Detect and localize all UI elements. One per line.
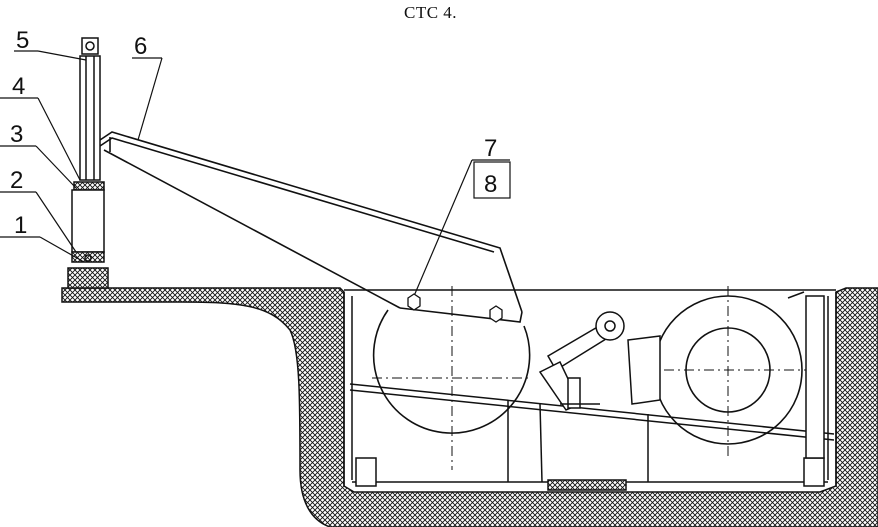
pit-walls [343,289,837,486]
callout-2: 2 [10,167,23,194]
pit-supports [355,291,825,491]
callout-6: 6 [134,33,147,60]
callout-leader-7-8 [413,159,511,297]
callout-1: 1 [14,212,27,239]
pedestal [67,267,109,289]
callout-5: 5 [16,27,29,54]
lever-mechanism [538,311,661,411]
callout-leader-6 [132,57,163,141]
callout-7: 7 [484,135,497,162]
hex-nuts [407,293,503,323]
drum-right [644,286,812,460]
drum-left [372,286,532,470]
drawing-title: СТС 4. [404,3,458,22]
callout-8: 8 [484,171,497,198]
callout-leaders-left [0,50,87,263]
hydraulic-cylinder [71,37,105,263]
inclined-screen [349,383,835,483]
callout-4: 4 [12,73,25,100]
callout-3: 3 [10,121,23,148]
foundation-ground [61,287,878,527]
chute-hopper [99,131,523,323]
